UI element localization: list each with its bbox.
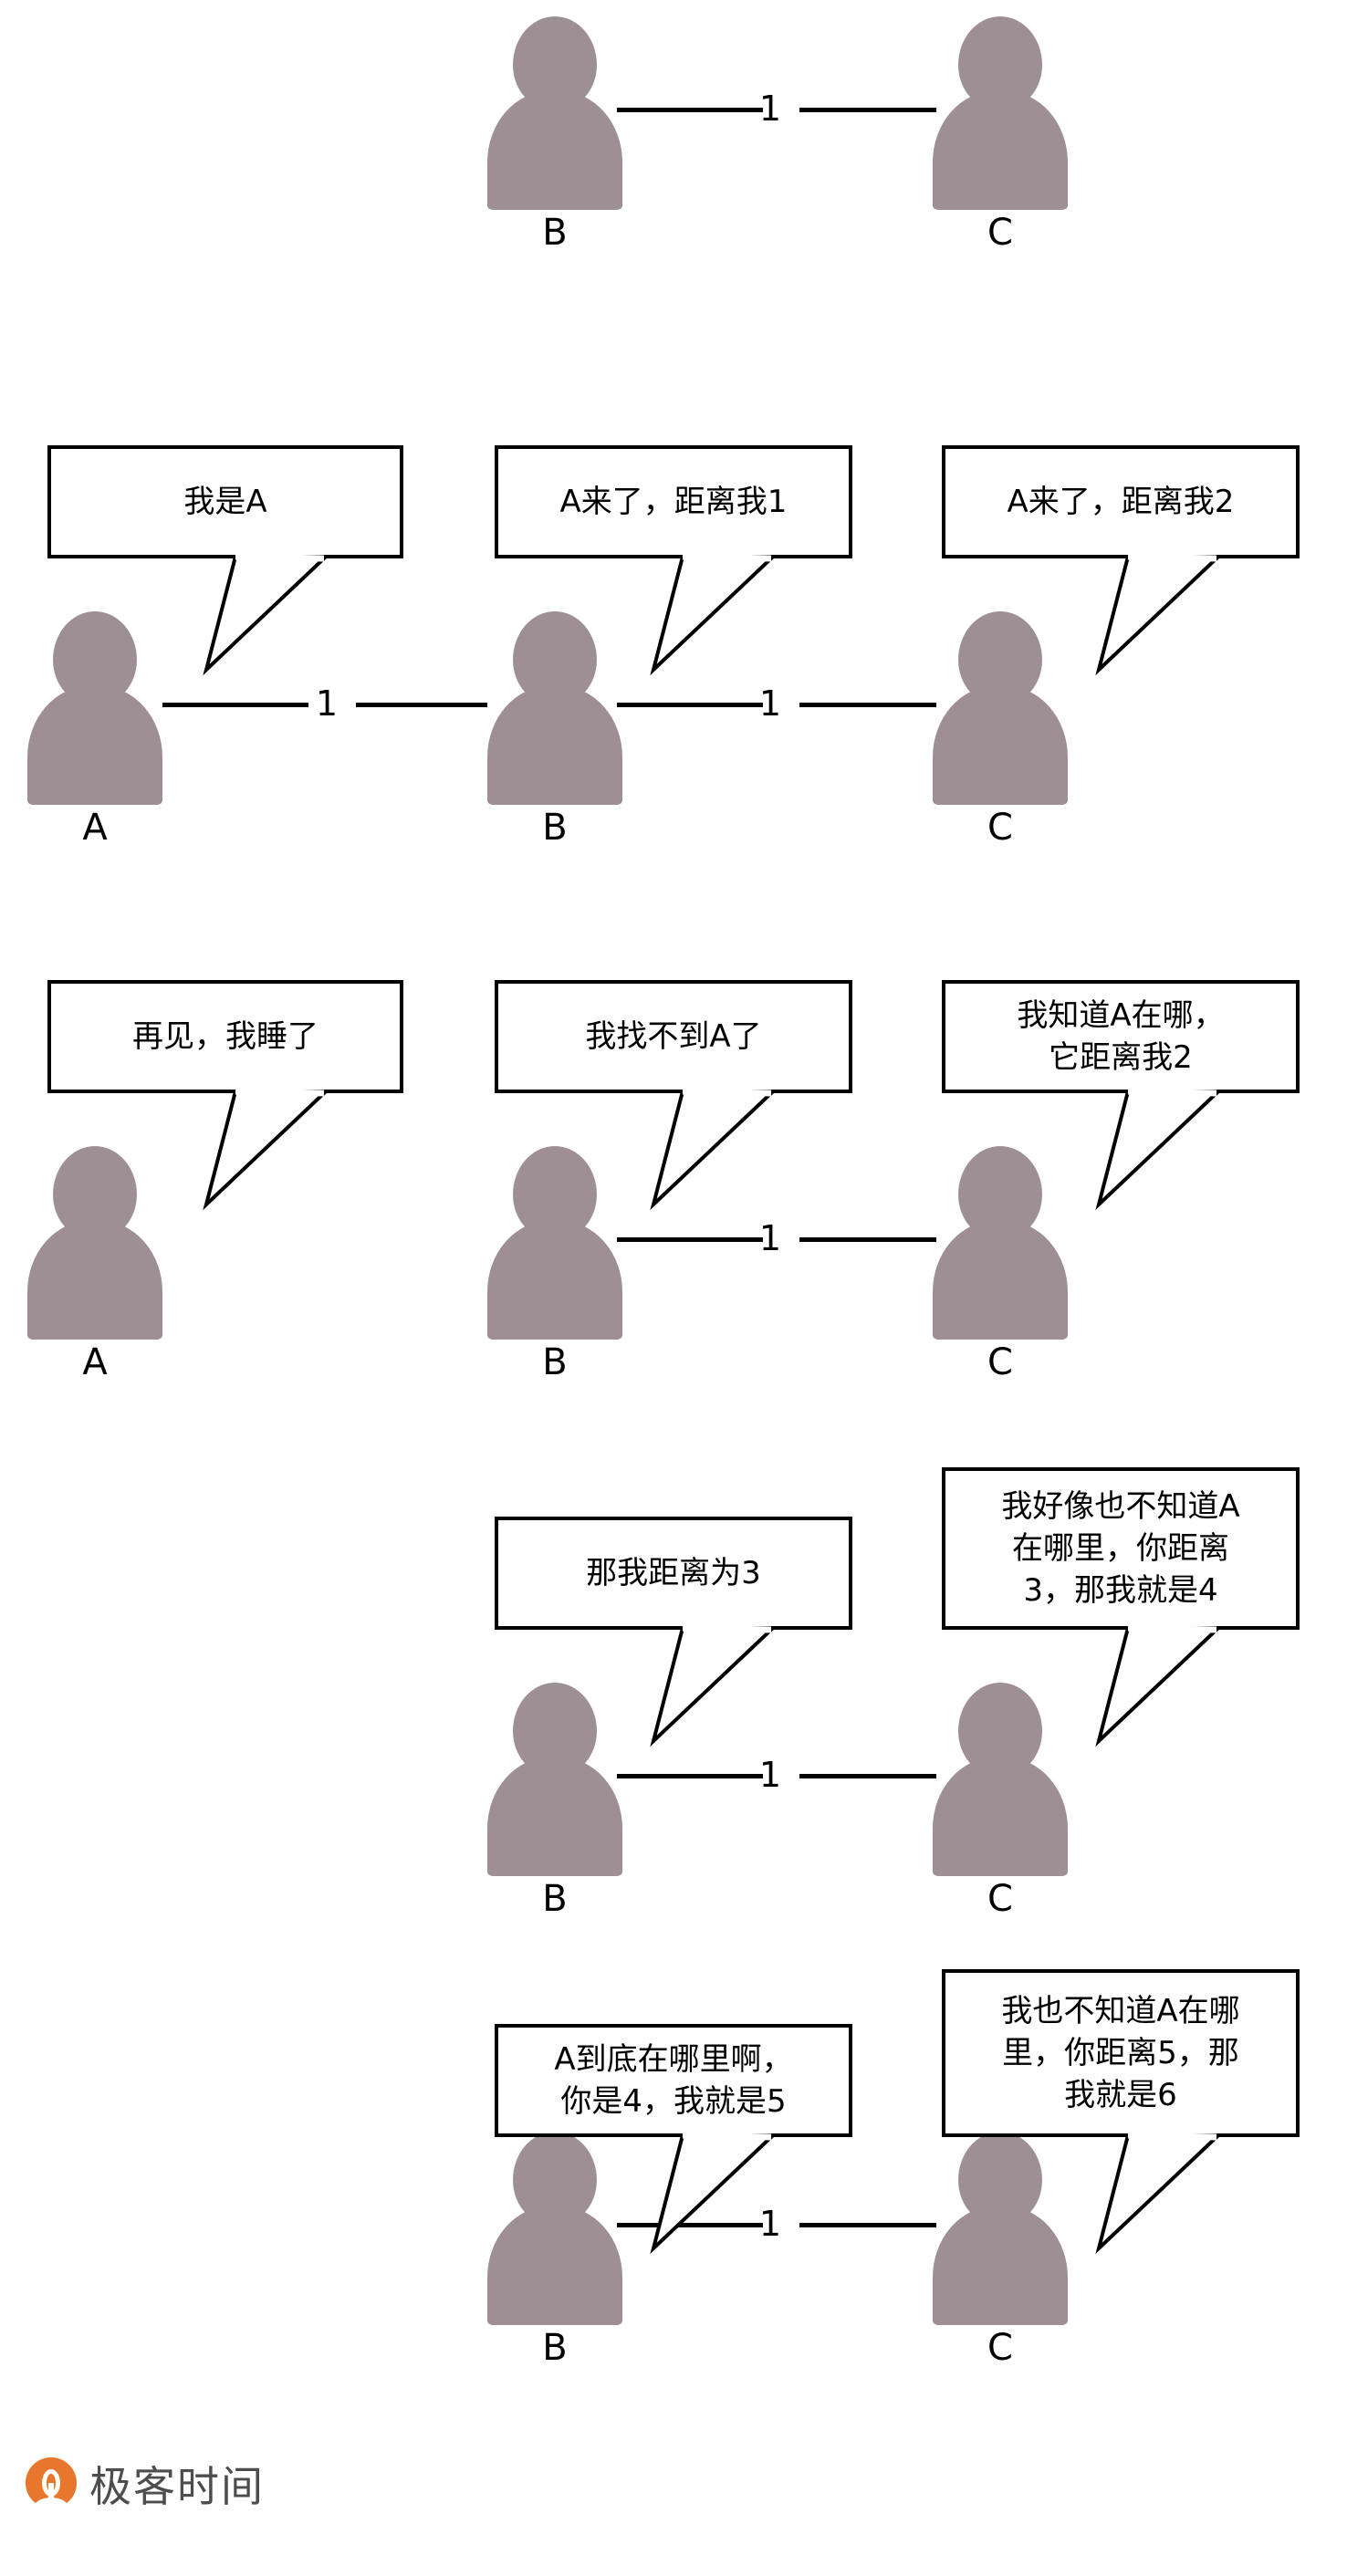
person-figure-c bbox=[933, 16, 1068, 210]
person-figure-b bbox=[487, 16, 622, 210]
link-line-bc bbox=[617, 1237, 763, 1242]
geektime-pin-icon bbox=[26, 2457, 77, 2518]
link-cost-bc: 1 bbox=[758, 1755, 782, 1795]
speech-bubble-a: 我是A bbox=[47, 445, 403, 558]
link-cost-bc: 1 bbox=[758, 1218, 782, 1258]
person-body-icon bbox=[933, 1221, 1068, 1340]
person-body-icon bbox=[933, 1757, 1068, 1876]
person-body-icon bbox=[933, 2206, 1068, 2325]
person-figure-c bbox=[933, 1146, 1068, 1340]
link-cost-bc: 1 bbox=[758, 89, 782, 129]
person-body-icon bbox=[487, 1221, 622, 1340]
speech-bubble-b: 那我距离为3 bbox=[495, 1517, 852, 1630]
person-label-a: A bbox=[82, 807, 108, 849]
person-body-icon bbox=[27, 686, 162, 805]
person-label-b: B bbox=[542, 212, 568, 254]
person-label-b: B bbox=[542, 1341, 568, 1383]
pin-inner-stem bbox=[48, 2483, 54, 2503]
person-figure-a bbox=[27, 1146, 162, 1340]
person-body-icon bbox=[27, 1221, 162, 1340]
link-line-bc bbox=[617, 108, 763, 112]
link-line-bc2 bbox=[799, 703, 936, 707]
person-body-icon bbox=[487, 1757, 622, 1876]
person-label-c: C bbox=[987, 1878, 1013, 1920]
person-body-icon bbox=[487, 91, 622, 210]
person-label-a: A bbox=[82, 1341, 108, 1383]
link-line-bc2 bbox=[799, 2223, 936, 2227]
link-line-bc2 bbox=[799, 108, 936, 112]
link-line-ab2 bbox=[356, 703, 487, 707]
person-figure-c bbox=[933, 611, 1068, 805]
person-figure-b bbox=[487, 1683, 622, 1876]
speech-bubble-c: 我好像也不知道A 在哪里，你距离 3，那我就是4 bbox=[942, 1467, 1300, 1630]
person-body-icon bbox=[487, 2206, 622, 2325]
brand-logo: 极客时间 bbox=[26, 2455, 265, 2519]
person-body-icon bbox=[487, 686, 622, 805]
link-cost-bc: 1 bbox=[758, 2204, 782, 2244]
speech-bubble-b: 我找不到A了 bbox=[495, 980, 852, 1093]
person-body-icon bbox=[933, 686, 1068, 805]
link-cost-bc: 1 bbox=[758, 683, 782, 724]
link-line-bc bbox=[617, 703, 763, 707]
link-line-bc bbox=[617, 2223, 763, 2227]
speech-bubble-c: 我也不知道A在哪 里，你距离5，那 我就是6 bbox=[942, 1969, 1300, 2137]
link-line-bc2 bbox=[799, 1237, 936, 1242]
person-body-icon bbox=[933, 91, 1068, 210]
person-label-b: B bbox=[542, 2327, 568, 2369]
person-figure-b bbox=[487, 2132, 622, 2325]
person-label-b: B bbox=[542, 1878, 568, 1920]
link-line-bc bbox=[617, 1774, 763, 1778]
person-figure-a bbox=[27, 611, 162, 805]
person-label-b: B bbox=[542, 807, 568, 849]
person-label-c: C bbox=[987, 212, 1013, 254]
person-figure-c bbox=[933, 1683, 1068, 1876]
link-cost-ab: 1 bbox=[315, 683, 339, 724]
person-figure-b bbox=[487, 611, 622, 805]
speech-bubble-c: A来了，距离我2 bbox=[942, 445, 1300, 558]
link-line-ab bbox=[162, 703, 308, 707]
person-label-c: C bbox=[987, 1341, 1013, 1383]
speech-bubble-a: 再见，我睡了 bbox=[47, 980, 403, 1093]
speech-bubble-b: A到底在哪里啊， 你是4，我就是5 bbox=[495, 2024, 852, 2137]
person-label-c: C bbox=[987, 2327, 1013, 2369]
person-label-c: C bbox=[987, 807, 1013, 849]
person-figure-b bbox=[487, 1146, 622, 1340]
brand-name: 极客时间 bbox=[89, 2462, 265, 2511]
pin-notch bbox=[34, 2498, 68, 2518]
speech-bubble-c: 我知道A在哪， 它距离我2 bbox=[942, 980, 1300, 1093]
speech-bubble-b: A来了，距离我1 bbox=[495, 445, 852, 558]
link-line-bc2 bbox=[799, 1774, 936, 1778]
person-figure-c bbox=[933, 2132, 1068, 2325]
